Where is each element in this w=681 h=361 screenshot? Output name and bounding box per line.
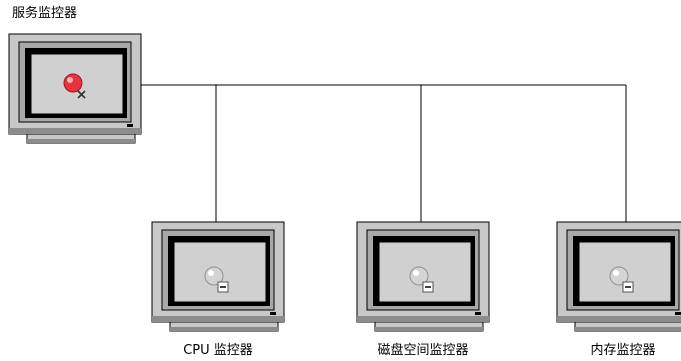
unknown-status-icon	[609, 266, 634, 293]
node-label: 内存监控器	[590, 343, 656, 358]
node-memory-monitor[interactable]: 内存监控器	[553, 220, 681, 361]
monitor-icon	[356, 221, 490, 332]
node-label: CPU 监控器	[183, 343, 253, 358]
unknown-status-icon	[204, 266, 229, 293]
monitor-icon	[8, 33, 142, 144]
node-label: 服务监控器	[12, 6, 78, 21]
unknown-status-icon	[409, 266, 434, 293]
node-disk-space-monitor[interactable]: 磁盘空间监控器	[353, 220, 493, 361]
node-service-monitor[interactable]: 服务监控器	[0, 0, 160, 160]
node-label: 磁盘空间监控器	[377, 343, 469, 358]
monitor-icon	[151, 221, 285, 332]
monitor-icon	[556, 221, 681, 332]
error-icon	[63, 73, 86, 99]
node-cpu-monitor[interactable]: CPU 监控器	[148, 220, 288, 361]
